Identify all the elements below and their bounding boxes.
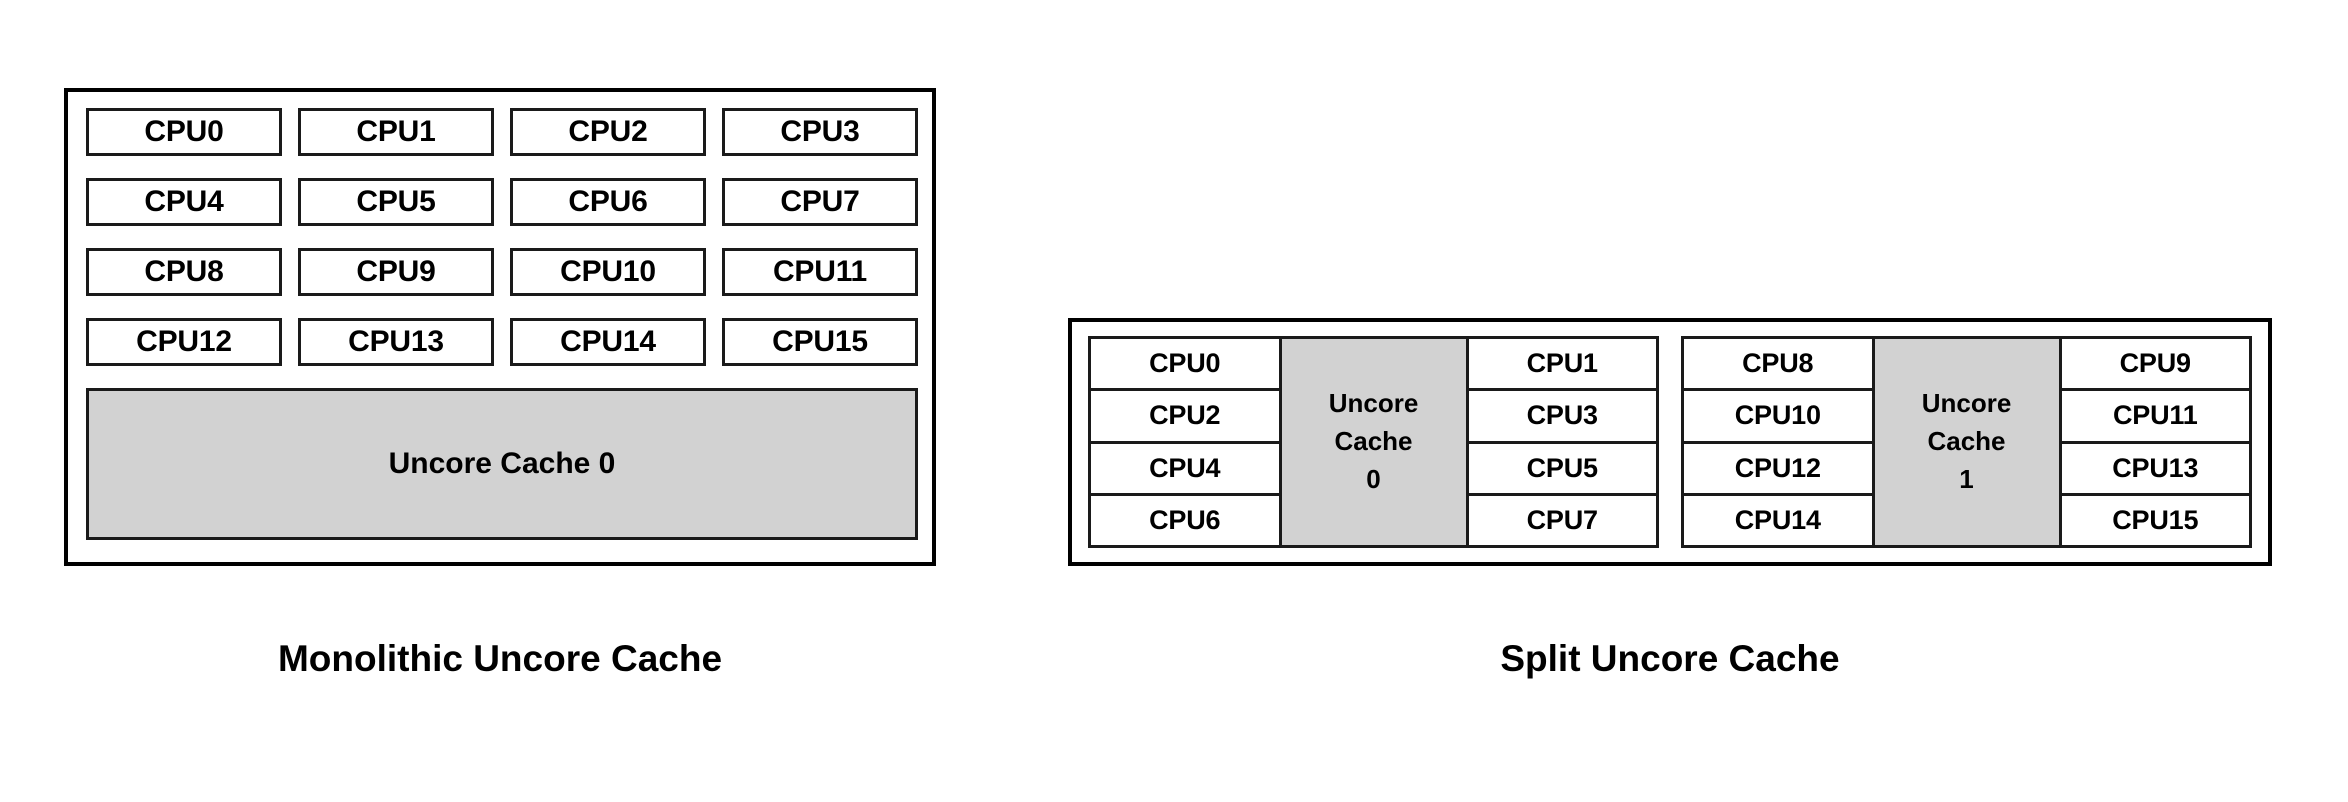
uncore-cache-label: Uncore Cache 0: [1329, 385, 1419, 498]
cpu-cell[interactable]: CPU15: [722, 318, 918, 366]
cache-label-line: Cache: [1334, 426, 1413, 457]
cache-label-line: 1: [1959, 463, 1974, 494]
cpu-cell[interactable]: CPU3: [722, 108, 918, 156]
cpu-cell[interactable]: CPU12: [86, 318, 282, 366]
cluster-0: CPU0 CPU2 CPU4 CPU6 Uncore Cache 0 CPU1 …: [1088, 336, 1659, 548]
cluster-1: CPU8 CPU10 CPU12 CPU14 Uncore Cache 1 CP…: [1681, 336, 2252, 548]
cpu-cell[interactable]: CPU1: [1465, 336, 1659, 392]
cluster-1-left-cpu-column: CPU8 CPU10 CPU12 CPU14: [1681, 336, 1875, 548]
cache-label-line: 0: [1366, 463, 1381, 494]
cpu-cell[interactable]: CPU14: [1681, 492, 1875, 548]
cpu-cell[interactable]: CPU6: [510, 178, 706, 226]
cpu-cell[interactable]: CPU12: [1681, 440, 1875, 496]
cache-label-line: Cache: [1927, 426, 2006, 457]
cpu-cell[interactable]: CPU3: [1465, 388, 1659, 444]
cache-label-line: Uncore: [1328, 388, 1419, 419]
cpu-cell[interactable]: CPU2: [1088, 388, 1282, 444]
split-package-box: CPU0 CPU2 CPU4 CPU6 Uncore Cache 0 CPU1 …: [1068, 318, 2272, 566]
monolithic-caption: Monolithic Uncore Cache: [277, 638, 723, 679]
cpu-cell[interactable]: CPU13: [298, 318, 494, 366]
cpu-cell[interactable]: CPU5: [1465, 440, 1659, 496]
uncore-cache-block[interactable]: Uncore Cache 0: [1278, 336, 1469, 548]
split-caption: Split Uncore Cache: [1500, 638, 1840, 679]
monolithic-cpu-grid: CPU0 CPU1 CPU2 CPU3 CPU4 CPU5 CPU6 CPU7 …: [86, 108, 918, 366]
cpu-cell[interactable]: CPU15: [2058, 492, 2252, 548]
cluster-0-left-cpu-column: CPU0 CPU2 CPU4 CPU6: [1088, 336, 1282, 548]
cpu-cell[interactable]: CPU11: [2058, 388, 2252, 444]
cpu-cell[interactable]: CPU10: [1681, 388, 1875, 444]
cpu-cell[interactable]: CPU0: [86, 108, 282, 156]
cpu-cell[interactable]: CPU7: [1465, 492, 1659, 548]
cpu-cell[interactable]: CPU7: [722, 178, 918, 226]
cpu-cell[interactable]: CPU0: [1088, 336, 1282, 392]
uncore-cache-block[interactable]: Uncore Cache 0: [86, 388, 918, 540]
cpu-cell[interactable]: CPU6: [1088, 492, 1282, 548]
cpu-cell[interactable]: CPU9: [2058, 336, 2252, 392]
cpu-cell[interactable]: CPU8: [1681, 336, 1875, 392]
monolithic-package-box: CPU0 CPU1 CPU2 CPU3 CPU4 CPU5 CPU6 CPU7 …: [64, 88, 936, 566]
cpu-cell[interactable]: CPU14: [510, 318, 706, 366]
cpu-cell[interactable]: CPU13: [2058, 440, 2252, 496]
uncore-cache-label: Uncore Cache 1: [1922, 385, 2012, 498]
cpu-cell[interactable]: CPU1: [298, 108, 494, 156]
cpu-cell[interactable]: CPU5: [298, 178, 494, 226]
cache-label-line: Uncore: [1921, 388, 2012, 419]
split-clusters-row: CPU0 CPU2 CPU4 CPU6 Uncore Cache 0 CPU1 …: [1088, 336, 2252, 548]
cpu-cell[interactable]: CPU10: [510, 248, 706, 296]
cpu-cell[interactable]: CPU9: [298, 248, 494, 296]
cluster-0-right-cpu-column: CPU1 CPU3 CPU5 CPU7: [1465, 336, 1659, 548]
cpu-cell[interactable]: CPU4: [1088, 440, 1282, 496]
cluster-1-right-cpu-column: CPU9 CPU11 CPU13 CPU15: [2058, 336, 2252, 548]
cpu-cell[interactable]: CPU4: [86, 178, 282, 226]
cpu-cell[interactable]: CPU2: [510, 108, 706, 156]
cpu-cell[interactable]: CPU8: [86, 248, 282, 296]
cpu-cell[interactable]: CPU11: [722, 248, 918, 296]
uncore-cache-block[interactable]: Uncore Cache 1: [1871, 336, 2062, 548]
